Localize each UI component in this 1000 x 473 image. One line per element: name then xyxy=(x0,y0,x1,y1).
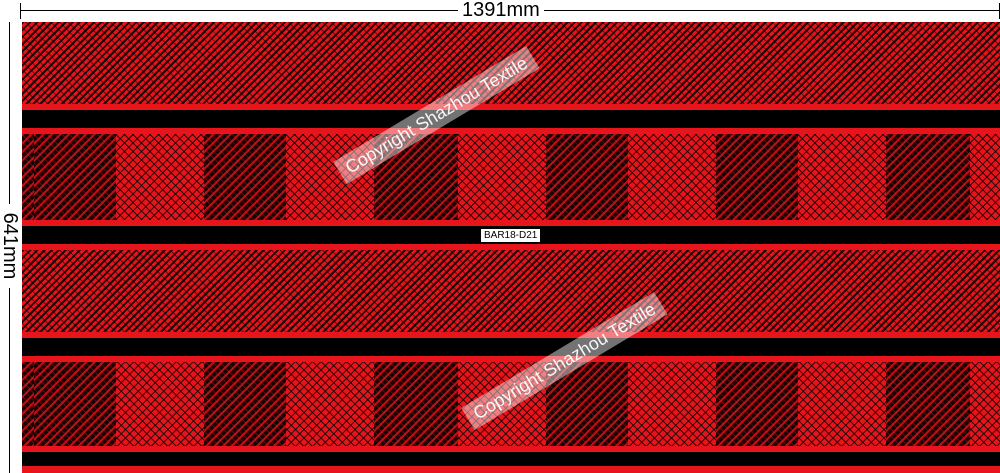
texture-band xyxy=(22,250,1000,332)
design-code-label: BAR18-D21 xyxy=(480,228,542,243)
dark-block xyxy=(716,362,798,446)
dark-block xyxy=(546,134,628,220)
zigzag-block xyxy=(970,362,1000,446)
checker-band xyxy=(22,362,1000,446)
zigzag-block xyxy=(458,362,546,446)
dark-block xyxy=(22,362,34,446)
dark-block xyxy=(716,134,798,220)
dark-block xyxy=(886,362,970,446)
dark-block xyxy=(546,362,628,446)
dark-block xyxy=(374,134,458,220)
width-dimension-label: 1391mm xyxy=(458,0,544,21)
red-stripe xyxy=(22,466,1000,473)
height-dimension-label: 641mm xyxy=(0,204,21,288)
dark-block xyxy=(886,134,970,220)
zigzag-block xyxy=(628,134,716,220)
zigzag-block xyxy=(286,134,374,220)
zigzag-block xyxy=(798,134,886,220)
dark-block xyxy=(204,362,286,446)
black-stripe xyxy=(22,110,1000,128)
height-dimension: 641mm xyxy=(0,22,21,473)
red-stripe xyxy=(22,244,1000,250)
red-stripe xyxy=(22,104,1000,110)
zigzag-block xyxy=(116,134,204,220)
dark-block xyxy=(204,134,286,220)
black-stripe xyxy=(22,338,1000,356)
red-stripe xyxy=(22,446,1000,452)
fabric-design: BAR18-D21 Copyright Shazhou Textile Copy… xyxy=(22,22,1000,473)
texture-band xyxy=(22,22,1000,104)
zigzag-block xyxy=(970,134,1000,220)
checker-band xyxy=(22,134,1000,220)
dark-block xyxy=(22,134,34,220)
red-stripe xyxy=(22,332,1000,338)
zigzag-block xyxy=(458,134,546,220)
dark-block xyxy=(34,362,116,446)
dark-block xyxy=(374,362,458,446)
dark-block xyxy=(34,134,116,220)
red-stripe xyxy=(22,356,1000,362)
zigzag-block xyxy=(628,362,716,446)
zigzag-block xyxy=(798,362,886,446)
red-stripe xyxy=(22,128,1000,134)
red-stripe xyxy=(22,220,1000,226)
width-dimension-tick-left xyxy=(20,3,21,19)
zigzag-block xyxy=(116,362,204,446)
width-dimension: 1391mm xyxy=(0,0,1000,22)
zigzag-block xyxy=(286,362,374,446)
black-stripe xyxy=(22,452,1000,466)
